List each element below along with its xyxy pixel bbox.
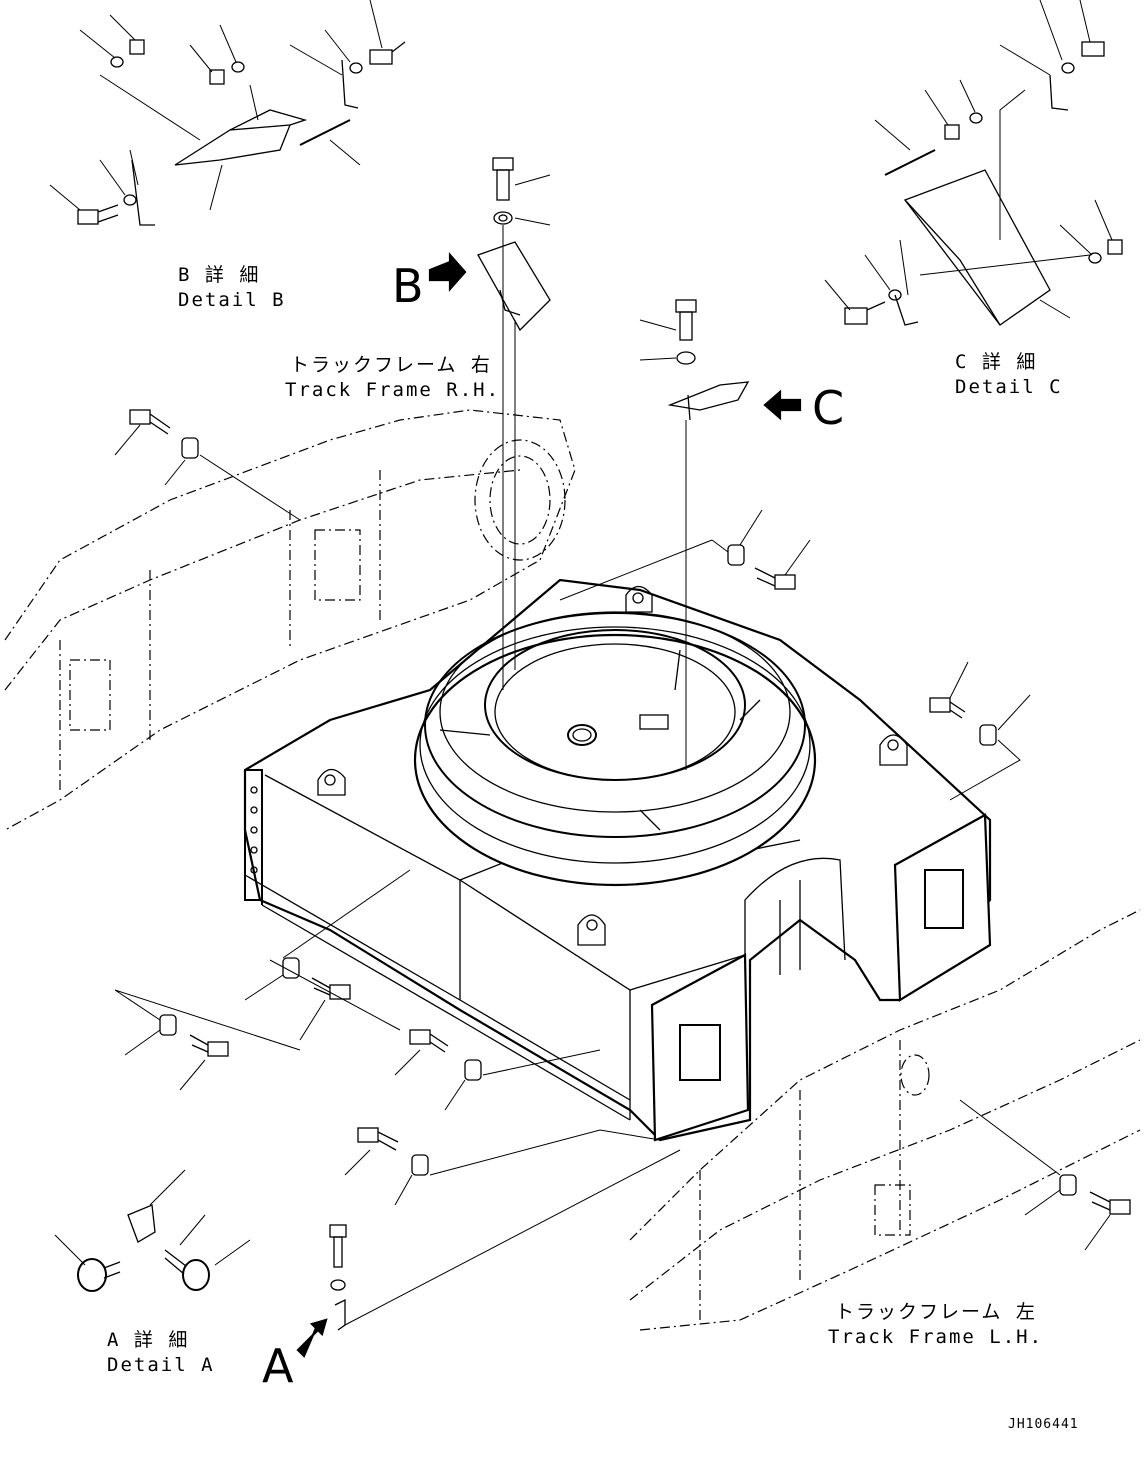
- track-frame-lh-jp-label: トラックフレーム 左: [835, 1301, 1037, 1323]
- callout-c-letter: C: [812, 381, 844, 435]
- b-cover-assembly: [477, 157, 551, 690]
- detail-a-parts: [54, 1149, 681, 1331]
- track-frame-rh-phantom: [4, 409, 576, 831]
- parts: [49, 0, 1131, 1358]
- detail-b-en-label: Detail B: [178, 289, 286, 311]
- detail-c-parts: [824, 0, 1123, 326]
- track-frame-lh-phantom: [629, 909, 1141, 1331]
- c-cover-assembly: [639, 299, 750, 770]
- drawing-code: JH106441: [1008, 1417, 1079, 1432]
- callout-b-letter: B: [392, 259, 424, 313]
- arrow-a: [296, 1318, 328, 1358]
- arrow-c: [763, 389, 802, 421]
- lifting-lugs: [317, 585, 908, 946]
- detail-a-en-label: Detail A: [107, 1354, 215, 1376]
- swing-circle: [413, 611, 817, 887]
- track-frame-rh-jp-label: トラックフレーム 右: [290, 354, 492, 376]
- detail-a-jp-label: A 詳 細: [107, 1329, 189, 1351]
- detail-b-parts: [49, 0, 406, 226]
- detail-c-en-label: Detail C: [955, 376, 1063, 398]
- labels: B 詳 細 Detail B C 詳 細 Detail C A 詳 細 Deta…: [107, 259, 1079, 1432]
- arrow-b: [428, 252, 467, 292]
- detail-b-jp-label: B 詳 細: [178, 264, 260, 286]
- track-frame-lh-en-label: Track Frame L.H.: [828, 1326, 1043, 1348]
- callout-a-letter: A: [262, 1339, 294, 1393]
- mount-bolts: [114, 409, 1131, 1251]
- center-frame: [243, 578, 992, 1142]
- front-left-holes: [250, 786, 258, 874]
- track-frame-rh-en-label: Track Frame R.H.: [285, 379, 500, 401]
- detail-c-jp-label: C 詳 細: [955, 351, 1037, 373]
